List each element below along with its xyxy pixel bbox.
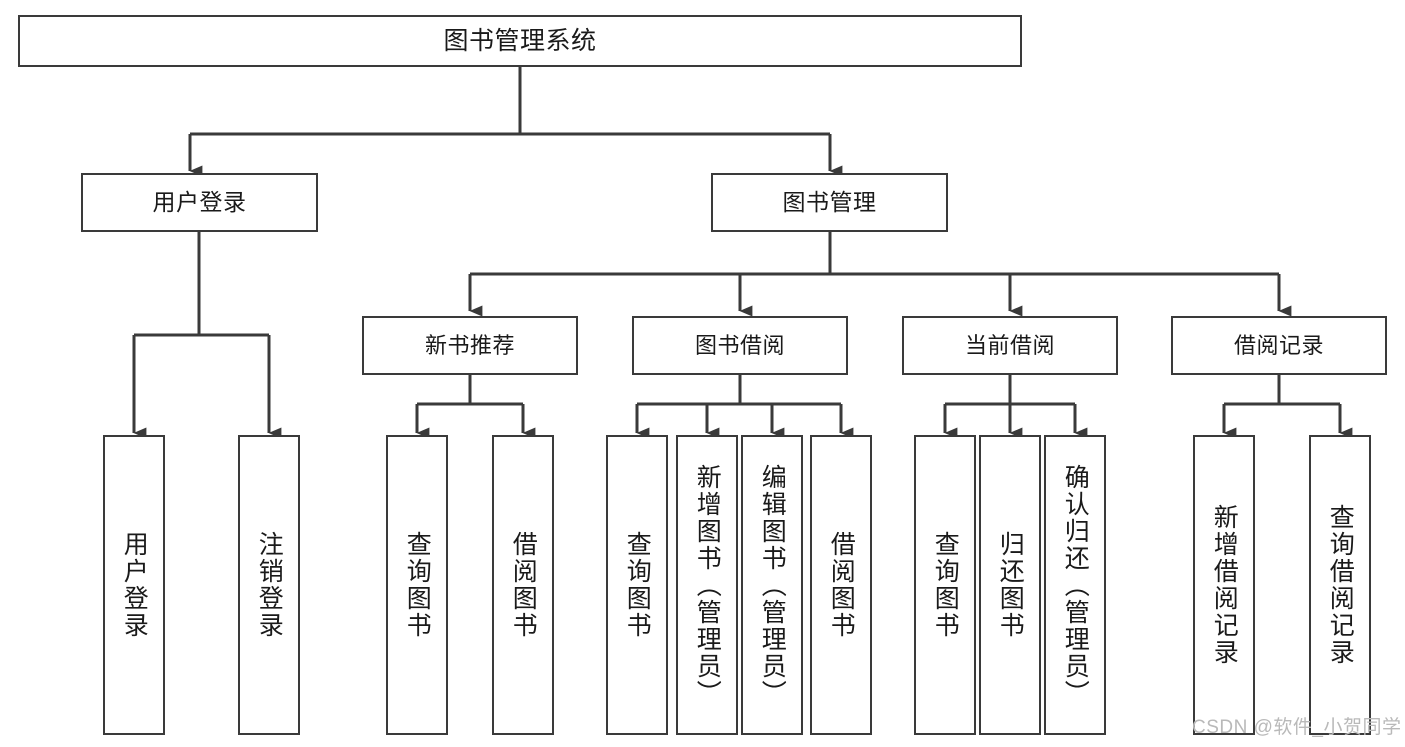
node-label: 当前借阅 (964, 332, 1055, 358)
node-label: 借阅记录 (1233, 332, 1324, 358)
leaf-add-book-admin[interactable]: 新增图书（管理员） (676, 435, 738, 735)
leaf-return-book[interactable]: 归还图书 (979, 435, 1041, 735)
node-label: 借阅图书 (827, 531, 856, 639)
leaf-query-borrow-record[interactable]: 查询借阅记录 (1309, 435, 1371, 735)
node-label: 借阅图书 (509, 531, 538, 639)
leaf-edit-book-admin[interactable]: 编辑图书（管理员） (741, 435, 803, 735)
node-label: 用户登录 (120, 531, 149, 639)
node-label: 查询借阅记录 (1326, 504, 1355, 666)
node-label: 新增图书（管理员） (693, 463, 722, 707)
leaf-borrow-book[interactable]: 借阅图书 (810, 435, 872, 735)
node-label: 确认归还（管理员） (1061, 463, 1090, 707)
leaf-confirm-return-admin[interactable]: 确认归还（管理员） (1044, 435, 1106, 735)
leaf-query-book-recommend[interactable]: 查询图书 (386, 435, 448, 735)
leaf-query-book-current[interactable]: 查询图书 (914, 435, 976, 735)
leaf-add-borrow-record[interactable]: 新增借阅记录 (1193, 435, 1255, 735)
node-label: 图书管理系统 (443, 26, 597, 55)
node-user-login[interactable]: 用户登录 (81, 173, 318, 232)
node-label: 编辑图书（管理员） (758, 463, 787, 707)
node-label: 归还图书 (996, 531, 1025, 639)
leaf-borrow-book-recommend[interactable]: 借阅图书 (492, 435, 554, 735)
leaf-query-book-borrow[interactable]: 查询图书 (606, 435, 668, 735)
node-label: 图书借阅 (694, 332, 785, 358)
node-label: 查询图书 (623, 531, 652, 639)
node-label: 注销登录 (255, 531, 284, 639)
node-label: 图书管理 (782, 189, 877, 216)
node-borrow-record[interactable]: 借阅记录 (1171, 316, 1387, 375)
leaf-user-login[interactable]: 用户登录 (103, 435, 165, 735)
node-label: 新书推荐 (424, 332, 515, 358)
node-label: 查询图书 (931, 531, 960, 639)
node-current-borrow[interactable]: 当前借阅 (902, 316, 1118, 375)
leaf-user-logout[interactable]: 注销登录 (238, 435, 300, 735)
node-label: 用户登录 (152, 189, 247, 216)
node-new-book-recommend[interactable]: 新书推荐 (362, 316, 578, 375)
node-book-borrow[interactable]: 图书借阅 (632, 316, 848, 375)
node-label: 新增借阅记录 (1210, 504, 1239, 666)
node-book-management[interactable]: 图书管理 (711, 173, 948, 232)
watermark-text: CSDN @软件_小贺同学 (1192, 717, 1402, 738)
node-root-system[interactable]: 图书管理系统 (18, 15, 1022, 67)
node-label: 查询图书 (403, 531, 432, 639)
